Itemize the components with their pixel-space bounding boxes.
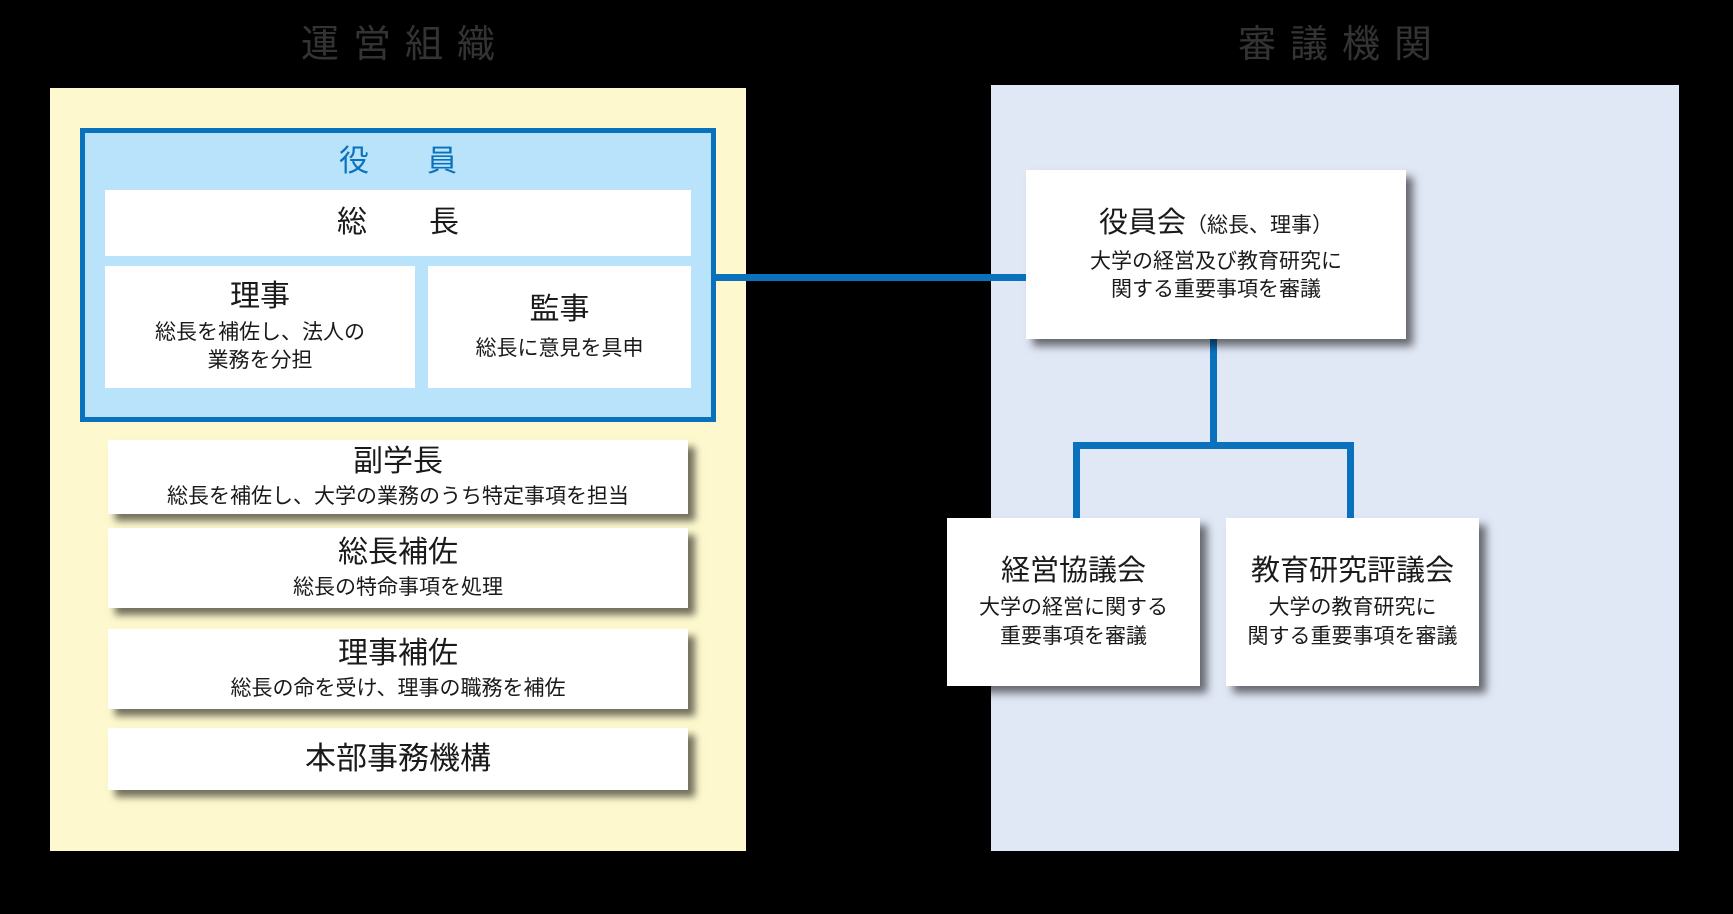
card-education-research-council-desc-line1: 大学の教育研究に xyxy=(1268,596,1437,620)
card-management-council-title: 経営協議会 xyxy=(1000,555,1146,588)
box-president-title: 総 長 xyxy=(337,206,475,240)
card-vice-president-desc: 総長を補佐し、大学の業務のうち特定事項を担当 xyxy=(167,485,629,509)
card-board-title: 役員会（総長、理事） xyxy=(1099,205,1333,241)
card-president-aide-title: 総長補佐 xyxy=(338,535,458,569)
box-director-desc-line2: 業務を分担 xyxy=(207,349,313,373)
card-vice-president-title: 副学長 xyxy=(353,444,443,478)
card-director-aide-desc: 総長の命を受け、理事の職務を補佐 xyxy=(230,677,566,701)
card-director-aide-title: 理事補佐 xyxy=(338,636,458,670)
card-president-aide: 総長補佐 総長の特命事項を処理 xyxy=(108,528,688,608)
connector-board-stem xyxy=(1210,339,1217,449)
card-head-office-title: 本部事務機構 xyxy=(305,740,491,776)
card-board-desc-line1: 大学の経営及び教育研究に xyxy=(1090,249,1342,273)
connector-board-horizontal-bar xyxy=(1073,442,1354,449)
card-management-council-desc-line1: 大学の経営に関する xyxy=(979,596,1168,620)
card-board-title-paren: （総長、理事） xyxy=(1186,213,1333,237)
box-auditor-desc-line1: 総長に意見を具申 xyxy=(475,336,644,360)
box-director: 理事 総長を補佐し、法人の 業務を分担 xyxy=(105,266,415,388)
panel-operating-organization: 役 員 総 長 理事 総長を補佐し、法人の 業務を分担 監事 総長に意見を具申 … xyxy=(50,88,746,851)
card-board-of-directors: 役員会（総長、理事） 大学の経営及び教育研究に 関する重要事項を審議 xyxy=(1026,170,1406,339)
card-board-title-main: 役員会 xyxy=(1098,206,1186,239)
box-president: 総 長 xyxy=(105,190,691,256)
card-director-aide: 理事補佐 総長の命を受け、理事の職務を補佐 xyxy=(108,629,688,709)
card-management-council-desc-line2: 重要事項を審議 xyxy=(1000,624,1147,648)
officers-group: 役 員 総 長 理事 総長を補佐し、法人の 業務を分担 監事 総長に意見を具申 xyxy=(80,128,716,422)
connector-officers-to-board xyxy=(716,274,1036,281)
section-heading-operating: 運営組織 xyxy=(300,24,509,66)
section-heading-deliberative: 審議機関 xyxy=(1237,24,1446,66)
card-vice-president: 副学長 総長を補佐し、大学の業務のうち特定事項を担当 xyxy=(108,440,688,514)
card-education-research-council-desc-line2: 関する重要事項を審議 xyxy=(1247,624,1458,648)
box-auditor: 監事 総長に意見を具申 xyxy=(428,266,691,388)
box-auditor-title: 監事 xyxy=(529,293,590,327)
card-head-office: 本部事務機構 xyxy=(108,728,688,790)
officers-group-label: 役 員 xyxy=(339,145,471,178)
box-director-desc-line1: 総長を補佐し、法人の xyxy=(155,320,365,344)
card-president-aide-desc: 総長の特命事項を処理 xyxy=(293,576,503,600)
card-board-desc-line2: 関する重要事項を審議 xyxy=(1111,278,1321,302)
connector-to-education-council xyxy=(1347,442,1354,522)
card-management-council: 経営協議会 大学の経営に関する 重要事項を審議 xyxy=(947,518,1200,686)
card-education-research-council-title: 教育研究評議会 xyxy=(1250,555,1454,588)
connector-to-management-council xyxy=(1073,442,1080,522)
box-director-title: 理事 xyxy=(230,280,290,314)
card-education-research-council: 教育研究評議会 大学の教育研究に 関する重要事項を審議 xyxy=(1226,518,1479,686)
